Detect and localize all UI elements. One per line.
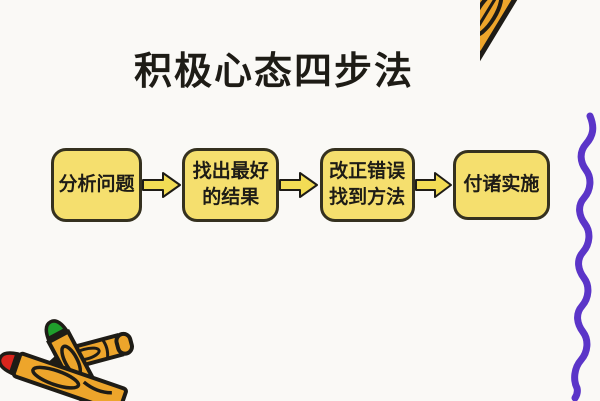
right-arrow-icon: [414, 172, 452, 198]
purple-wavy-line: [571, 112, 597, 401]
flow-step-2: 找出最好 的结果: [182, 148, 280, 222]
right-arrow-icon: [279, 172, 319, 198]
flow-step-4: 付诸实施: [452, 150, 550, 220]
flow-step-1: 分析问题: [51, 148, 142, 222]
slide-title: 积极心态四步法: [133, 51, 414, 93]
crayons-icon: [0, 319, 134, 401]
right-arrow-icon: [142, 172, 182, 198]
flowchart: 分析问题 找出最好 的结果 改正错误 找到方法 付诸实施: [51, 148, 550, 222]
flow-step-3: 改正错误 找到方法: [319, 148, 415, 222]
